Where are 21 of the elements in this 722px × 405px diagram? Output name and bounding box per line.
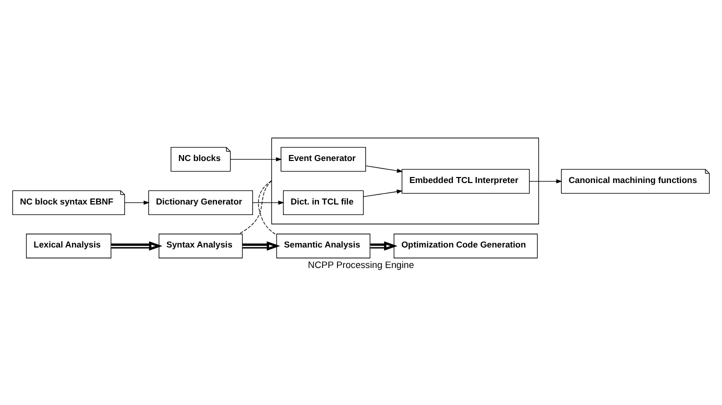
arrow [230, 156, 282, 161]
arrow [242, 240, 280, 250]
arrow [124, 200, 150, 204]
node-box: Optimization Code Generation [394, 233, 538, 258]
connector [238, 180, 272, 234]
node-box: Semantic Analysis [276, 233, 370, 258]
node-box: Syntax Analysis [158, 233, 243, 258]
arrow [370, 240, 398, 250]
arrow [529, 178, 562, 183]
arrow [252, 200, 284, 204]
node-box: Embedded TCL Interpreter [402, 168, 530, 194]
caption: NCPP Processing Engine [308, 260, 414, 270]
node-box: Lexical Analysis [26, 233, 112, 258]
cluster [271, 137, 539, 224]
node-box: Dict. in TCL file [283, 190, 364, 214]
node-box: Dictionary Generator [148, 190, 253, 214]
arrow [365, 165, 403, 172]
arrow [111, 240, 162, 250]
node-box: Event Generator [280, 146, 366, 172]
connector [258, 180, 277, 235]
arrow [363, 189, 403, 197]
